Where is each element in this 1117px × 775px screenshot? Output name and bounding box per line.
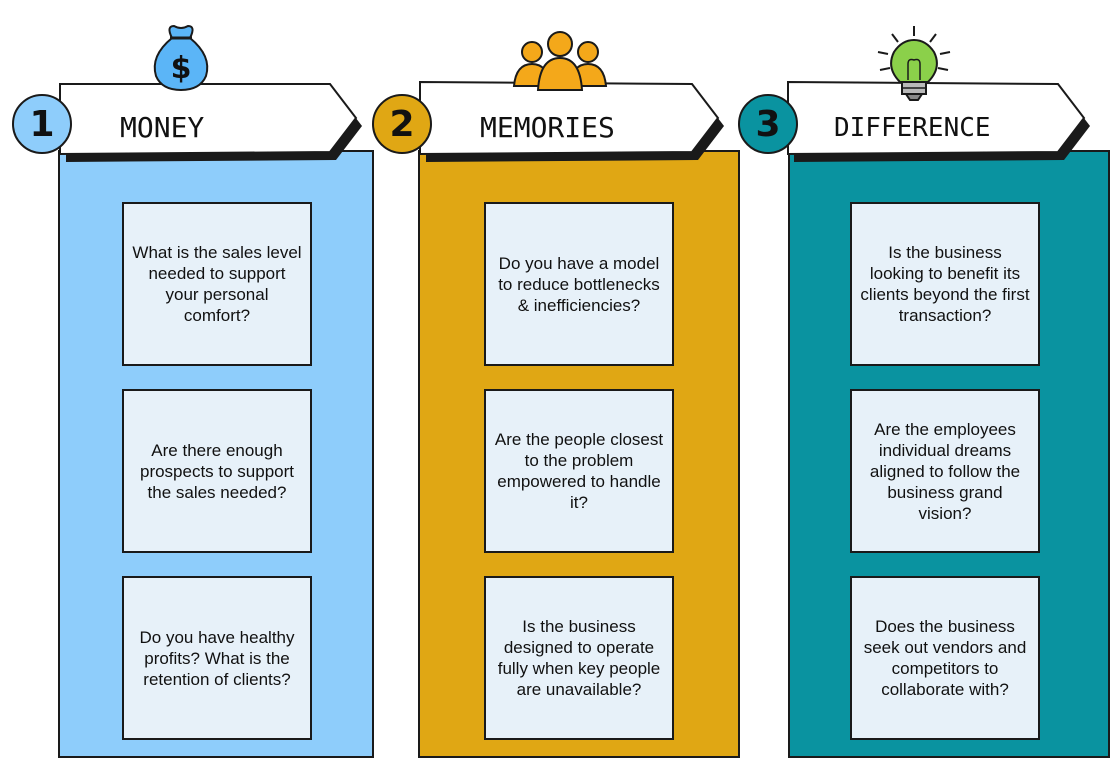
question-card: Does the business seek out vendors and c… [850,576,1040,740]
column-money: $ 1 MONEY What is the sales level needed… [12,0,380,775]
question-card: What is the sales level needed to suppor… [122,202,312,366]
column-memories: 2 MEMORIES Do you have a model to reduce… [372,0,740,775]
column-title: DIFFERENCE [834,113,991,143]
column-title: MONEY [120,111,205,144]
people-group-icon [512,31,608,91]
question-card: Are there enough prospects to support th… [122,389,312,553]
question-card: Are the employees individual dreams alig… [850,389,1040,553]
step-number-badge: 3 [738,94,798,154]
lightbulb-icon [877,26,951,101]
question-card: Are the people closest to the problem em… [484,389,674,553]
question-card: Is the business looking to benefit its c… [850,202,1040,366]
question-card: Do you have healthy profits? What is the… [122,576,312,740]
column-title: MEMORIES [480,111,615,144]
money-bag-icon: $ [153,24,209,92]
svg-text:$: $ [171,51,192,86]
step-number-badge: 2 [372,94,432,154]
question-card: Do you have a model to reduce bottleneck… [484,202,674,366]
column-difference: 3 DIFFERENCE Is the business looking to … [738,0,1110,775]
step-number-badge: 1 [12,94,72,154]
title-banner [419,80,724,162]
title-banner [787,80,1090,162]
title-banner [59,83,362,162]
question-card: Is the business designed to operate full… [484,576,674,740]
